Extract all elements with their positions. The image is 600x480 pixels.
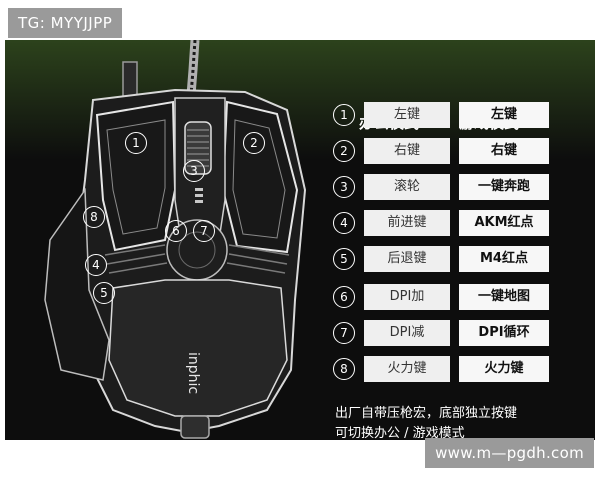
key-row: 5 后退键 M4红点	[333, 246, 593, 272]
watermark-top: TG: MYYJJPP	[8, 8, 123, 38]
key-row: 4 前进键 AKM红点	[333, 210, 593, 236]
callout-8: 8	[83, 206, 105, 228]
game-label: AKM红点	[459, 210, 549, 236]
row-number: 8	[333, 358, 355, 380]
callout-6: 6	[165, 220, 187, 242]
callout-7: 7	[193, 220, 215, 242]
footer-line-1: 出厂自带压枪宏，底部独立按键	[335, 406, 518, 421]
mouse-illustration: inphic	[44, 40, 307, 439]
bottom-knob	[180, 415, 210, 439]
game-label: 右键	[459, 138, 549, 164]
game-label: 一键地图	[459, 284, 549, 310]
product-panel: inphic 1 2 3 8 6 7 4 5 办公模式: 游戏模式: 1 左键 …	[5, 40, 595, 440]
palm-plate	[108, 279, 288, 417]
office-label: DPI加	[364, 284, 450, 310]
office-label: DPI减	[364, 320, 450, 346]
row-number: 1	[333, 104, 355, 126]
brand-logo: inphic	[185, 352, 201, 394]
key-row: 2 右键 右键	[333, 138, 593, 164]
row-number: 7	[333, 322, 355, 344]
watermark-bottom: www.m—pgdh.com	[425, 438, 594, 468]
key-row: 3 滚轮 一键奔跑	[333, 174, 593, 200]
row-number: 6	[333, 286, 355, 308]
callout-4: 4	[85, 254, 107, 276]
game-label: 左键	[459, 102, 549, 128]
office-label: 左键	[364, 102, 450, 128]
game-label: M4红点	[459, 246, 549, 272]
footer-line-2: 可切换办公 / 游戏模式	[335, 426, 465, 440]
callout-2: 2	[243, 132, 265, 154]
row-number: 3	[333, 176, 355, 198]
office-label: 火力键	[364, 356, 450, 382]
office-label: 前进键	[364, 210, 450, 236]
key-row: 7 DPI减 DPI循环	[333, 320, 593, 346]
office-label: 滚轮	[364, 174, 450, 200]
callout-1: 1	[125, 132, 147, 154]
row-number: 2	[333, 140, 355, 162]
key-row: 8 火力键 火力键	[333, 356, 593, 382]
office-label: 右键	[364, 138, 450, 164]
callout-5: 5	[93, 282, 115, 304]
left-side-panel	[44, 187, 110, 381]
row-number: 4	[333, 212, 355, 234]
game-label: 火力键	[459, 356, 549, 382]
key-row: 1 左键 左键	[333, 102, 593, 128]
game-label: 一键奔跑	[459, 174, 549, 200]
row-number: 5	[333, 248, 355, 270]
game-label: DPI循环	[459, 320, 549, 346]
callout-3: 3	[183, 160, 205, 182]
office-label: 后退键	[364, 246, 450, 272]
key-row: 6 DPI加 一键地图	[333, 284, 593, 310]
left-button-shape	[95, 100, 177, 252]
